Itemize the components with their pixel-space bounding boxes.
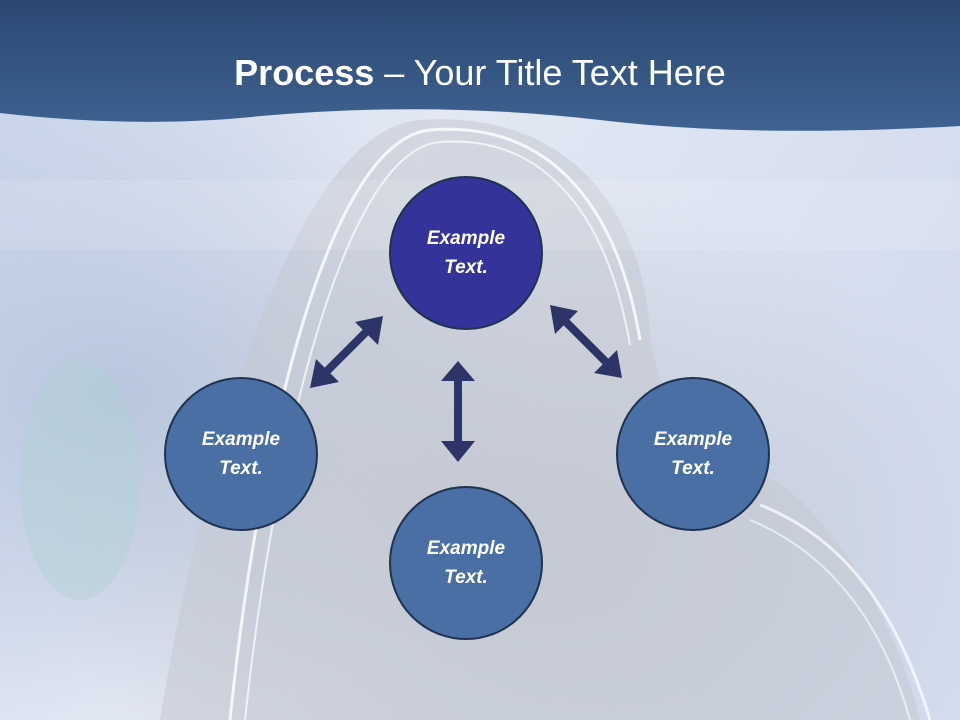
arrow-center-head-up xyxy=(441,361,475,381)
node-right-label: Example Text. xyxy=(653,429,733,479)
arrow-left-head-end xyxy=(310,359,339,388)
node-bottom-label: Example Text. xyxy=(426,538,506,588)
arrow-right-shaft xyxy=(562,318,610,366)
arrow-right-head-end xyxy=(594,350,622,378)
arrow-left-shaft xyxy=(323,327,371,375)
header-banner xyxy=(0,0,960,131)
title-rest: – Your Title Text Here xyxy=(374,52,726,93)
node-right: Example Text. xyxy=(616,377,770,531)
arrow-right-head-start xyxy=(550,305,578,334)
node-bottom: Example Text. xyxy=(389,486,543,640)
node-top: Example Text. xyxy=(389,176,543,330)
title-bold: Process xyxy=(234,52,375,93)
slide-title: Process – Your Title Text Here xyxy=(0,52,960,94)
arrow-center-head-down xyxy=(441,441,475,462)
node-left-label: Example Text. xyxy=(201,429,281,479)
arrow-left-head-start xyxy=(355,316,383,345)
node-left: Example Text. xyxy=(164,377,318,531)
node-top-label: Example Text. xyxy=(426,228,506,278)
